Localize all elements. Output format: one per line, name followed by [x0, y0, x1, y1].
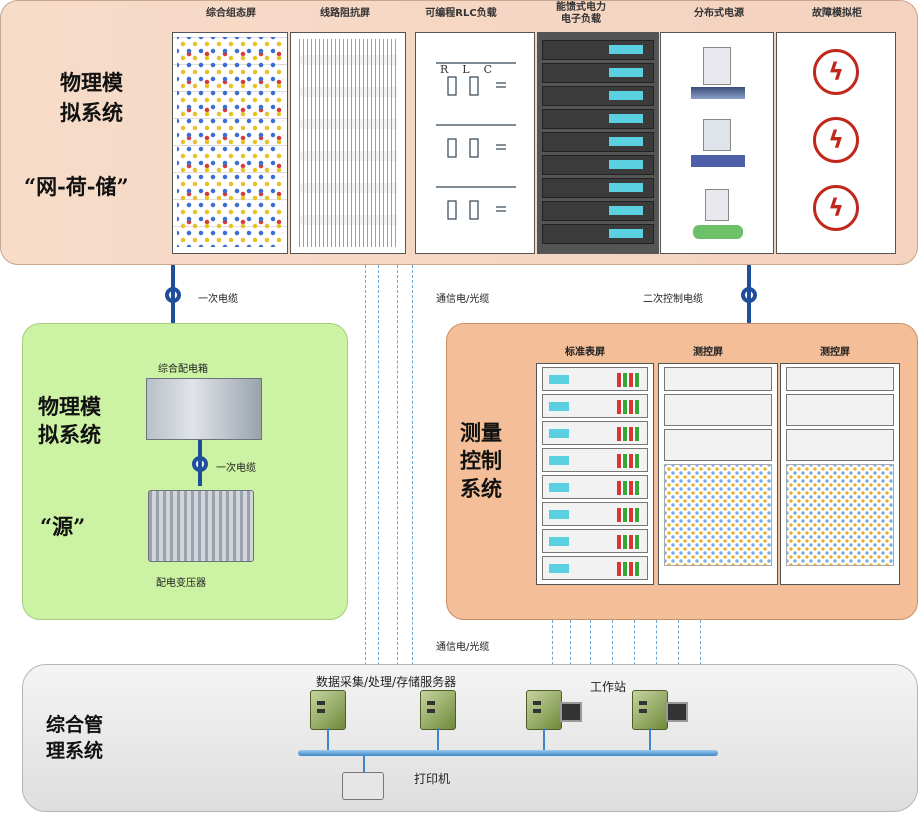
comm-line: [552, 620, 553, 665]
left-subtitle: “源”: [40, 514, 86, 539]
ev-car-icon: [693, 225, 743, 239]
primary-cable-left-label: 一次电缆: [198, 294, 238, 305]
cable-connector-icon: [192, 456, 208, 472]
server-icon: [420, 690, 456, 730]
workstation-icon: [632, 690, 668, 730]
storage-unit-icon: [703, 119, 731, 151]
solar-panel-icon: [691, 87, 745, 99]
col-header-electronic-load: 能馈式电力 电子负载: [556, 2, 606, 25]
lightning-icon: ϟ: [813, 117, 859, 163]
comm-line: [634, 620, 635, 665]
comm-line: [700, 620, 701, 665]
battery-icon: [691, 155, 745, 167]
comm-cable-top-label: 通信电/光缆: [436, 294, 490, 305]
lan-drop: [649, 728, 651, 750]
col-header-fault-cabinet: 故障模拟柜: [812, 8, 862, 19]
cable-connector-icon: [741, 287, 757, 303]
rlc-load-cabinet: R L C: [415, 32, 535, 254]
lan-drop: [437, 728, 439, 750]
left-title-line2: 拟系统: [38, 422, 101, 447]
top-subtitle: “网-荷-储”: [24, 174, 129, 199]
col-header-distributed-source: 分布式电源: [694, 8, 744, 19]
primary-cable-middle-label: 一次电缆: [216, 463, 256, 474]
comm-line: [590, 620, 591, 665]
top-title-line1: 物理模: [60, 70, 123, 95]
cable-connector-icon: [165, 287, 181, 303]
distribution-cabinet-label: 综合配电箱: [158, 364, 208, 375]
comm-line: [656, 620, 657, 665]
lan-bus: [298, 750, 718, 756]
bottom-title-line1: 综合管: [46, 714, 104, 736]
col-header-config-screen: 综合组态屏: [206, 8, 256, 19]
lan-drop: [543, 728, 545, 750]
lightning-icon: ϟ: [813, 185, 859, 231]
electronic-load-cabinet: [537, 32, 659, 254]
control-rack-2: [780, 363, 900, 585]
right-col-header-control-1: 测控屏: [693, 347, 723, 358]
line-impedance-cabinet: [290, 32, 406, 254]
top-title-line2: 拟系统: [60, 100, 123, 125]
comm-line: [378, 265, 379, 665]
comm-line: [397, 265, 398, 665]
lightning-icon: ϟ: [813, 49, 859, 95]
rlc-c-label: C: [483, 63, 493, 76]
rlc-l-label: L: [462, 63, 470, 76]
lan-drop: [327, 728, 329, 750]
right-col-header-standard-meter: 标准表屏: [565, 347, 605, 358]
right-title-line1: 测量: [460, 420, 502, 445]
col-header-line-impedance: 线路阻抗屏: [320, 8, 370, 19]
workstation-icon: [526, 690, 562, 730]
printer-label: 打印机: [414, 772, 451, 786]
col-header-rlc-load: 可编程RLC负载: [425, 8, 497, 19]
comm-line: [365, 265, 366, 665]
config-screen-cabinet: [172, 32, 288, 254]
server-label: 数据采集/处理/存储服务器: [316, 675, 457, 689]
bottom-title-line2: 理系统: [46, 740, 104, 762]
monitor-icon: [560, 702, 582, 722]
comm-line: [570, 620, 571, 665]
fault-cabinet: ϟ ϟ ϟ: [776, 32, 896, 254]
comm-cable-bottom-label: 通信电/光缆: [436, 642, 490, 653]
right-title-line2: 控制: [460, 448, 502, 473]
workstation-label: 工作站: [590, 680, 627, 694]
distributed-source-cabinet: [660, 32, 774, 254]
charger-icon: [705, 189, 729, 221]
rlc-schematic: [436, 62, 516, 220]
left-title-line1: 物理模: [38, 394, 101, 419]
right-title-line3: 系统: [460, 476, 502, 501]
physical-sim-source-panel: [22, 323, 348, 620]
solar-inverter-icon: [703, 47, 731, 85]
printer-icon: [342, 772, 384, 800]
server-icon: [310, 690, 346, 730]
distribution-cabinet-image: [146, 378, 262, 440]
right-col-header-control-2: 测控屏: [820, 347, 850, 358]
transformer-label: 配电变压器: [156, 578, 206, 589]
lan-drop: [363, 756, 365, 772]
comm-line: [412, 265, 413, 665]
management-system-panel: [22, 664, 918, 812]
rlc-r-label: R: [440, 63, 449, 76]
secondary-control-cable-label: 二次控制电缆: [643, 294, 703, 305]
standard-meter-rack: [536, 363, 654, 585]
control-rack-1: [658, 363, 778, 585]
comm-line: [678, 620, 679, 665]
transformer-image: [148, 490, 254, 562]
monitor-icon: [666, 702, 688, 722]
comm-line: [612, 620, 613, 665]
